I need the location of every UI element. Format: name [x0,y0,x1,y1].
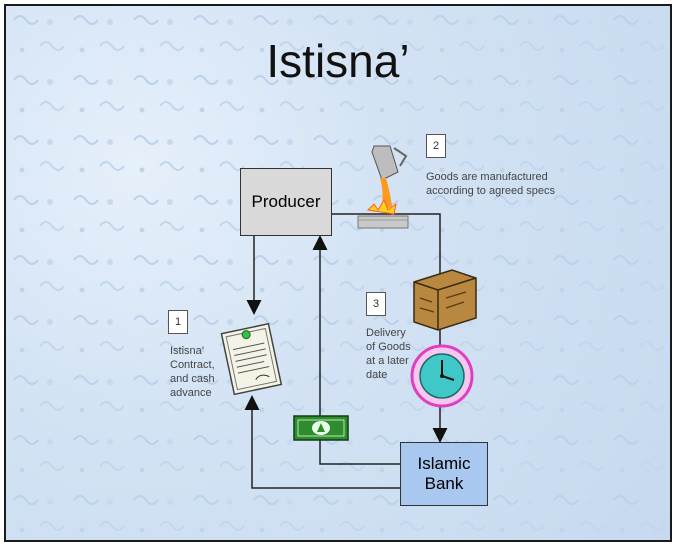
clock-icon [410,344,474,408]
arrow-bank-to-producer [312,235,400,465]
step-1-note: Istisna’ Contract, and cash advance [170,344,215,400]
step-2-line: Goods are manufactured [426,171,548,183]
step-1-line: Contract, [170,359,215,371]
step-1-line: advance [170,387,212,399]
contract-document-icon [220,322,283,396]
step-2-number: 2 [426,134,446,158]
producer-node: Producer [240,168,332,236]
background-texture [6,6,670,540]
step-1-number: 1 [168,310,188,334]
bank-label-line2: Bank [424,474,464,493]
flow-diagram [220,145,477,489]
cash-banknote-icon [293,415,349,441]
step-3-number: 3 [366,292,386,316]
bank-label-line1: Islamic [417,454,471,473]
page-title: Istisna’ [266,35,410,87]
step-1-line: Istisna’ [170,345,205,357]
producer-label: Producer [251,192,321,211]
step-3-line: Delivery [366,327,406,339]
islamic-bank-node: Islamic Bank [400,442,488,506]
step-2-note: Goods are manufactured according to agre… [426,170,555,198]
step-3-line: of Goods [366,341,411,353]
step-2-line: according to agreed specs [426,185,556,197]
step-3-line: date [366,369,388,381]
goods-crate-icon [413,269,477,331]
step-3-note: Delivery of Goods at a later date [366,326,411,382]
step-1-line: and cash [170,373,215,385]
molten-metal-pour-icon [357,145,409,229]
arrow-bank-to-contract [244,395,400,489]
slide: Istisna’ [4,4,672,542]
step-3-line: at a later [366,355,409,367]
